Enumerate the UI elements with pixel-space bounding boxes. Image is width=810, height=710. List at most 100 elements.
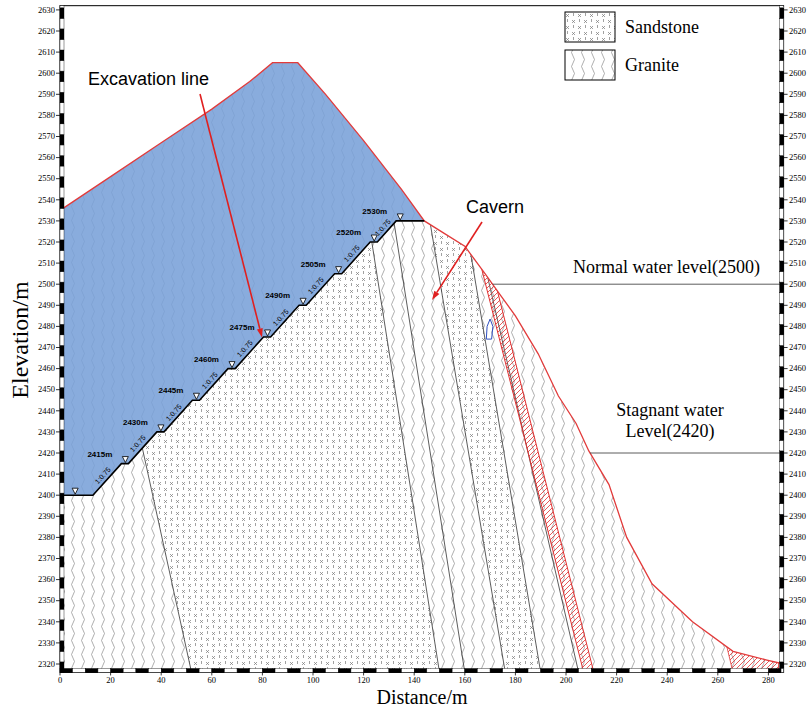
ruler-segment <box>60 177 64 188</box>
tick-label: 2500 <box>789 280 806 289</box>
ruler-segment <box>250 668 263 672</box>
ruler-segment <box>212 668 225 672</box>
tick-mark <box>56 94 60 95</box>
tick-label: 2460 <box>789 364 806 373</box>
level-symbol <box>265 330 271 336</box>
water-level-label: Stagnant water Level(2420) <box>600 400 740 443</box>
tick-mark <box>784 537 788 538</box>
ruler-segment <box>780 250 784 261</box>
ruler-segment <box>566 668 579 672</box>
tick-mark <box>56 516 60 517</box>
tick-mark <box>56 115 60 116</box>
ruler-segment <box>553 668 566 672</box>
ruler-segment <box>780 71 784 82</box>
tick-mark <box>56 220 60 221</box>
ruler-segment <box>60 451 64 462</box>
ruler-segment <box>187 668 200 672</box>
tick-label: 2560 <box>789 153 806 162</box>
tick-mark <box>56 52 60 53</box>
ruler-segment <box>780 113 784 124</box>
level-symbol <box>397 214 403 220</box>
berm-elevation: 2475m <box>230 324 255 332</box>
legend-label: Sandstone <box>625 18 699 36</box>
tick-mark <box>56 642 60 643</box>
tick-label: 2420 <box>38 449 55 458</box>
tick-label: 2500 <box>38 280 55 289</box>
ruler-segment <box>780 92 784 103</box>
ruler-segment <box>780 556 784 567</box>
hatched-zone <box>723 630 779 672</box>
tick-label: 20 <box>106 676 115 685</box>
tick-mark <box>784 178 788 179</box>
ruler-segment <box>60 609 64 620</box>
ruler-segment <box>60 599 64 610</box>
tick-label: 2490 <box>38 301 55 310</box>
tick-label: 2340 <box>38 618 55 627</box>
ruler-segment <box>780 82 784 93</box>
tick-label: 2450 <box>38 385 55 394</box>
tick-label: 80 <box>258 676 267 685</box>
water-level-line <box>493 284 784 285</box>
ruler-segment <box>60 324 64 335</box>
ruler-segment <box>780 567 784 578</box>
ruler-segment <box>60 461 64 472</box>
ruler-segment <box>780 366 784 377</box>
tick-label: 2340 <box>789 618 806 627</box>
ruler-segment <box>73 668 86 672</box>
tick-label: 2530 <box>38 217 55 226</box>
contact-line <box>384 158 465 673</box>
ruler-segment <box>730 668 743 672</box>
tick-mark <box>784 94 788 95</box>
ruler-segment <box>780 198 784 209</box>
tick-mark <box>784 115 788 116</box>
tick-label: 2490 <box>789 301 806 310</box>
berm-elevation: 2505m <box>301 261 326 269</box>
tick-mark <box>784 410 788 411</box>
ruler-segment <box>667 668 680 672</box>
legend-swatch <box>565 50 615 80</box>
ruler-segment <box>780 39 784 50</box>
tick-label: 2350 <box>38 596 55 605</box>
ruler-segment <box>780 293 784 304</box>
tick-mark <box>56 157 60 158</box>
tick-label: 2510 <box>789 259 806 268</box>
ruler-segment <box>780 219 784 230</box>
ruler-segment <box>60 250 64 261</box>
ruler-segment <box>617 668 630 672</box>
ruler-segment <box>780 377 784 388</box>
ruler-segment <box>60 409 64 420</box>
ruler-segment <box>98 668 111 672</box>
ruler-segment <box>60 50 64 61</box>
ruler-segment <box>60 398 64 409</box>
tick-label: 120 <box>357 676 370 685</box>
ruler-segment <box>288 668 301 672</box>
tick-mark <box>784 621 788 622</box>
callout-label: Excavation line <box>88 70 209 88</box>
ruler-segment <box>780 272 784 283</box>
tick-label: 2470 <box>38 343 55 352</box>
tick-mark <box>56 621 60 622</box>
legend-label: Granite <box>625 56 679 74</box>
tick-label: 0 <box>58 676 62 685</box>
tick-label: 2450 <box>789 385 806 394</box>
ruler-segment <box>604 668 617 672</box>
tick-label: 2600 <box>789 69 806 78</box>
tick-mark <box>56 495 60 496</box>
tick-mark <box>56 73 60 74</box>
ruler-segment <box>780 166 784 177</box>
ruler-segment <box>85 668 98 672</box>
ruler-segment <box>780 50 784 61</box>
ruler-segment <box>60 103 64 114</box>
ruler-segment <box>60 440 64 451</box>
ruler-segment <box>224 668 237 672</box>
ruler-segment <box>60 577 64 588</box>
tick-label: 2420 <box>789 449 806 458</box>
ruler-segment <box>199 668 212 672</box>
tick-mark <box>784 73 788 74</box>
ruler-segment <box>60 39 64 50</box>
ruler-segment <box>60 366 64 377</box>
callout-label: Cavern <box>466 198 524 216</box>
ruler-segment <box>60 588 64 599</box>
tick-label: 2380 <box>789 533 806 542</box>
